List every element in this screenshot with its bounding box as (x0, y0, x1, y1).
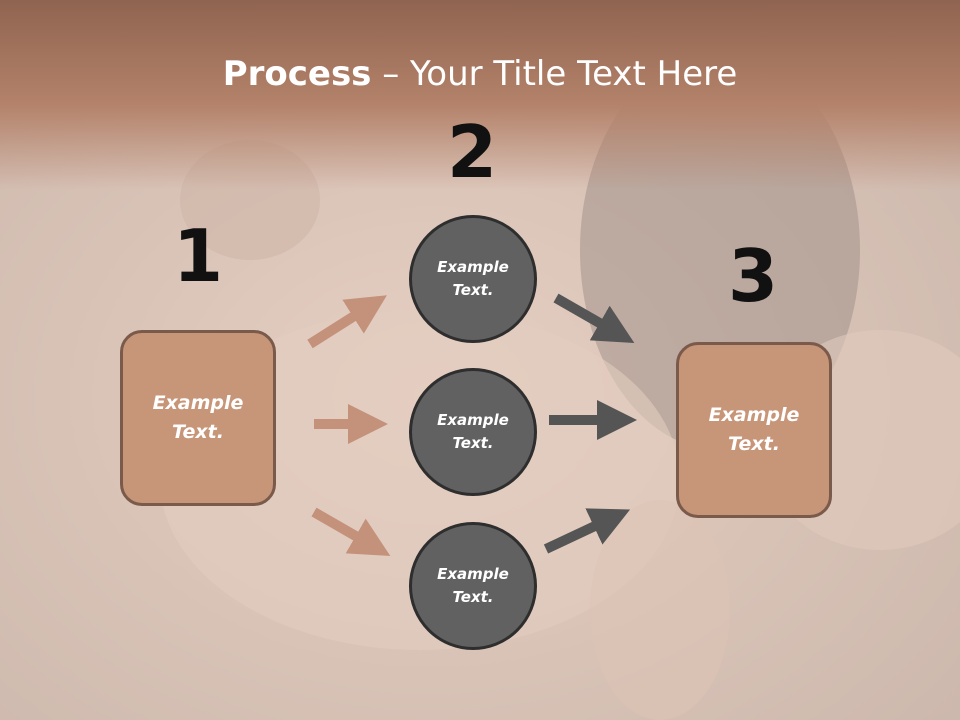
step-2-label-bottom: Example Text. (437, 565, 509, 606)
step-3-box: Example Text. (676, 342, 832, 518)
step-2-circle-middle: Example Text. (409, 368, 537, 496)
slide-title: Process – Your Title Text Here (0, 52, 960, 96)
step-2-label-middle: Example Text. (437, 411, 509, 452)
step-2-circle-bottom: Example Text. (409, 522, 537, 650)
step-2-label-top: Example Text. (437, 258, 509, 299)
arrow-1-to-bottom (311, 507, 391, 556)
step-1-box: Example Text. (120, 330, 276, 506)
step-number-1: 1 (172, 214, 224, 298)
step-2-circle-top: Example Text. (409, 215, 537, 343)
step-1-label: Example Text. (152, 392, 244, 443)
arrow-1-to-top (307, 295, 387, 349)
title-bold: Process (222, 54, 372, 94)
title-rest: – Your Title Text Here (371, 54, 738, 94)
step-3-label: Example Text. (708, 404, 800, 455)
step-number-2: 2 (446, 110, 498, 194)
arrow-top-to-3 (553, 293, 635, 343)
arrow-bottom-to-3 (543, 508, 631, 554)
step-number-3: 3 (727, 234, 779, 318)
